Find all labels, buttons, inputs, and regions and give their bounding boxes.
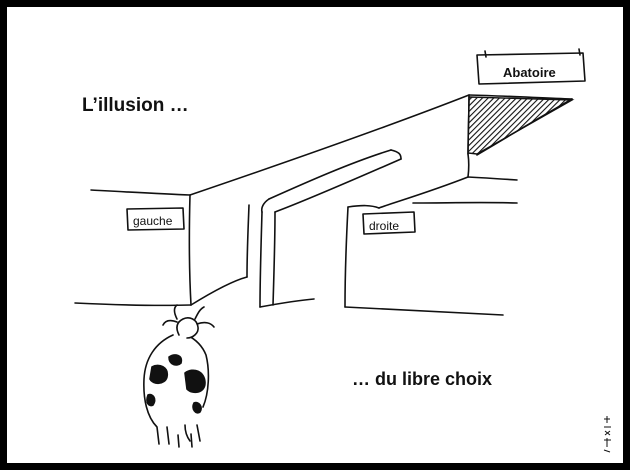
gauche-sign-label: gauche <box>133 214 173 228</box>
center-slab <box>259 149 402 308</box>
droite-sign-label: droite <box>369 219 400 233</box>
cow-icon <box>143 304 215 448</box>
artist-signature-icon <box>603 416 611 453</box>
cartoon-scene <box>74 48 611 453</box>
abattoir-sign <box>476 48 586 85</box>
cartoon-frame: L’illusion … … du libre choix Abatoire g… <box>7 7 623 463</box>
gauche-sign <box>126 207 185 231</box>
droite-sign <box>362 211 416 235</box>
caption-bottom: … du libre choix <box>352 369 493 389</box>
abattoir-sign-label: Abatoire <box>503 65 556 80</box>
right-wall <box>344 153 518 316</box>
caption-top: L’illusion … <box>82 95 189 116</box>
hatched-corridor-icon <box>467 96 575 155</box>
left-wall <box>74 189 192 307</box>
